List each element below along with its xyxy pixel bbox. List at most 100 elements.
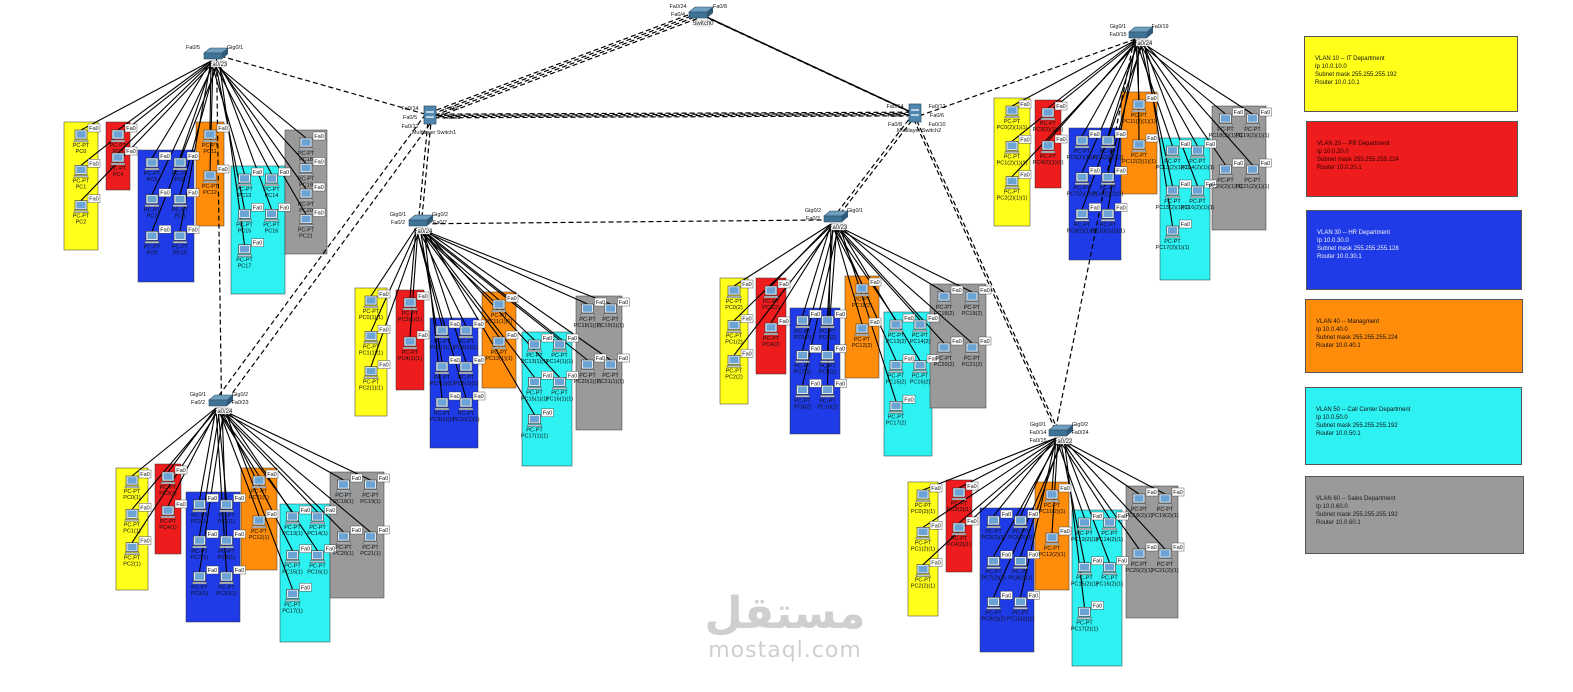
access-switch-c1[interactable]: Fa0/23 [203, 47, 229, 68]
multilayer-switch-left[interactable] [423, 105, 437, 125]
multilayer-switch-right[interactable] [908, 103, 922, 123]
